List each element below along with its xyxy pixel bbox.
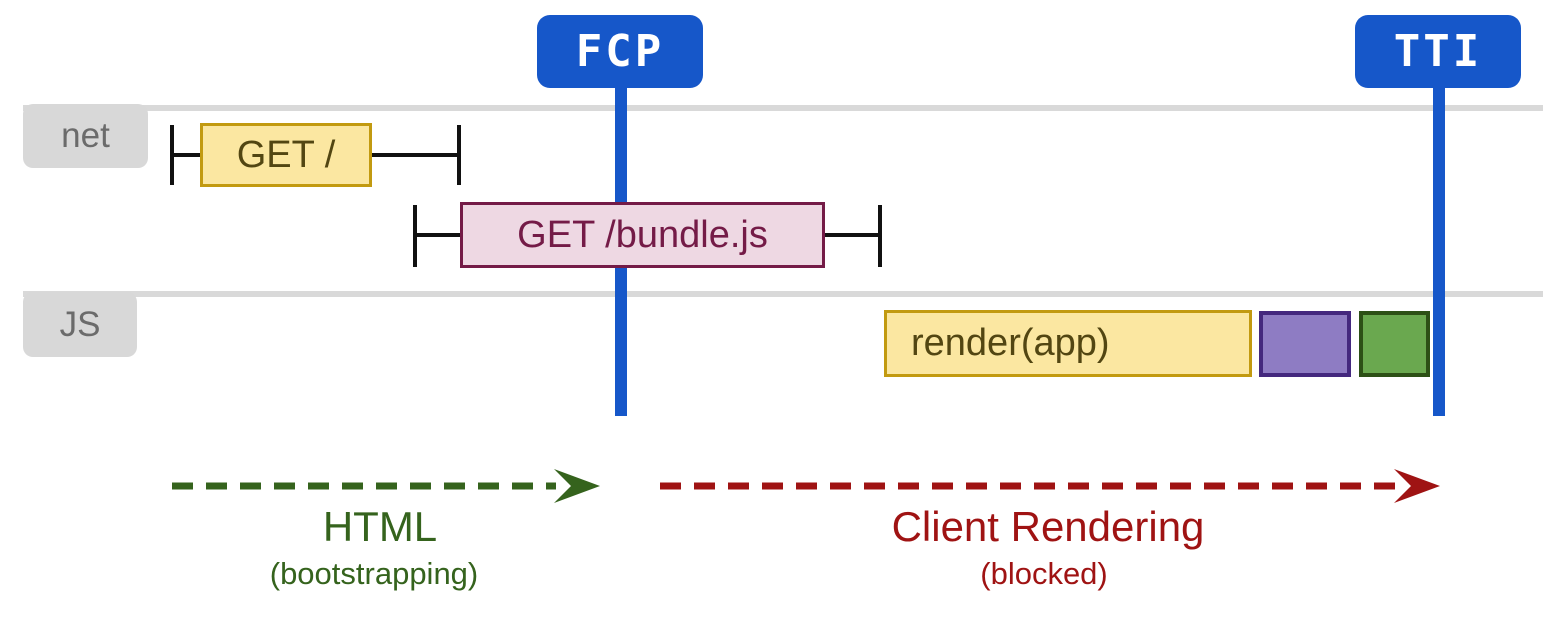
fcp-badge: FCP (537, 15, 703, 88)
render-app-task-bar: render(app) (884, 310, 1252, 377)
html-phase-subtitle: (bootstrapping) (269, 556, 479, 591)
net-lane-line (23, 105, 1543, 111)
purple-task-block (1259, 311, 1351, 377)
get-root-task-label: GET / (236, 133, 336, 176)
get-root-right-connector (372, 153, 457, 157)
html-phase-title: HTML (322, 503, 438, 550)
get-root-task-bar: GET / (200, 123, 372, 187)
fcp-badge-label: FCP (575, 26, 665, 77)
js-lane-line (23, 291, 1543, 297)
get-bundle-task-label: GET /bundle.js (517, 213, 768, 256)
get-bundle-right-connector (825, 233, 880, 237)
tti-marker-line (1433, 86, 1445, 416)
get-root-right-whisker (457, 125, 461, 185)
tti-badge: TTI (1355, 15, 1521, 88)
get-bundle-right-whisker (878, 205, 882, 267)
get-bundle-task-bar: GET /bundle.js (460, 202, 825, 268)
js-lane-label-text: JS (59, 304, 101, 344)
js-lane-label: JS (23, 292, 137, 357)
get-bundle-left-connector (413, 233, 460, 237)
client-phase-subtitle: (blocked) (980, 556, 1108, 591)
net-lane-label-text: net (61, 116, 110, 155)
get-root-left-connector (170, 153, 200, 157)
render-app-task-label: render(app) (911, 322, 1110, 364)
tti-badge-label: TTI (1393, 26, 1483, 77)
green-task-block (1359, 311, 1430, 377)
client-phase-title: Client Rendering (891, 503, 1205, 550)
net-lane-label: net (23, 104, 148, 168)
phase-arrows (172, 469, 1440, 503)
client-phase-arrowhead-icon (1394, 469, 1440, 503)
html-phase-arrowhead-icon (554, 469, 600, 503)
